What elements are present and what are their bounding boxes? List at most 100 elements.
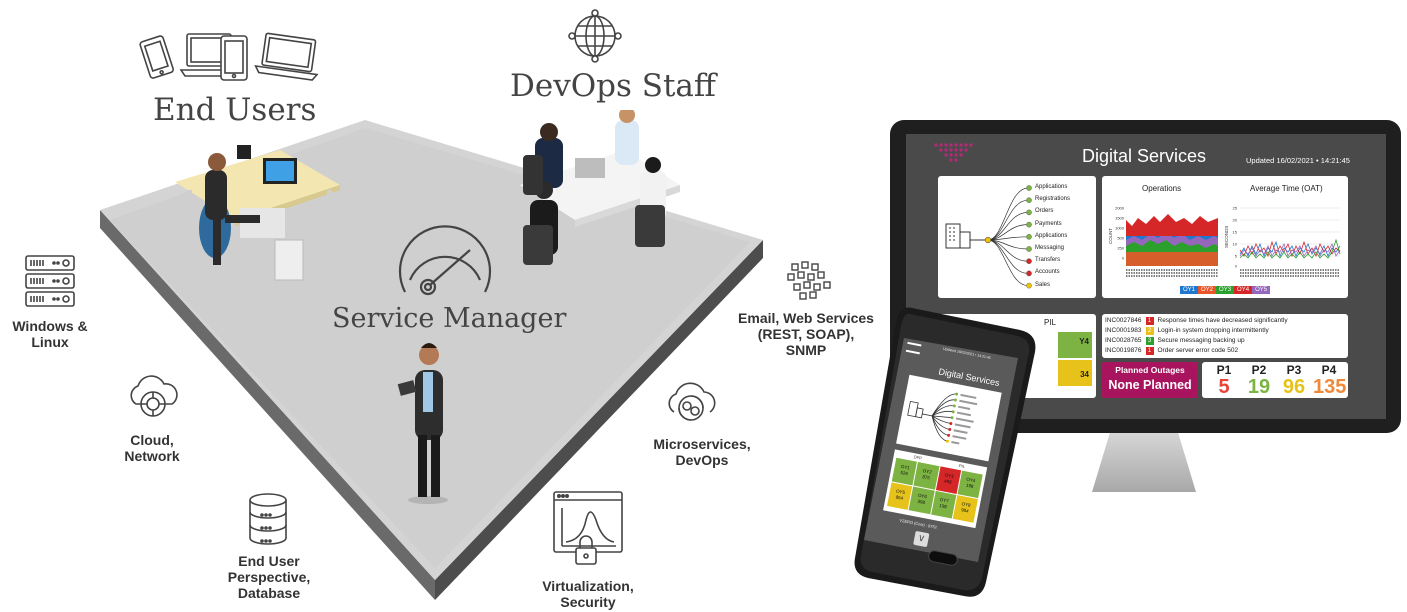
virtualization-security-label: Virtualization, Security [528, 578, 648, 610]
ops-tick-label: 250 [1117, 246, 1124, 251]
service-tree-item[interactable]: Messaging [1035, 245, 1065, 251]
service-status-dot [1026, 246, 1032, 252]
email-web-services-label: Email, Web Services (REST, SOAP), SNMP [736, 310, 876, 358]
legend-item[interactable]: OY2 [1198, 286, 1217, 294]
database-icon [249, 493, 287, 545]
priority-label: P4 [1321, 363, 1337, 377]
oat-tick-label: 5 [1235, 254, 1238, 259]
service-tree-item[interactable]: Registrations [1035, 196, 1071, 203]
ops-tick-label: 1000 [1115, 226, 1125, 231]
devops-staff-title: DevOps Staff [510, 68, 716, 104]
legend-item[interactable]: OY5 [1252, 286, 1271, 294]
monitor-stand [1092, 430, 1196, 492]
email-line1: Email, Web Services [738, 310, 874, 326]
legend-item[interactable]: OY1 [1180, 286, 1199, 294]
virt-line2: Security [560, 594, 616, 610]
incident-text: Order server error code 502 [1157, 347, 1239, 354]
incident-severity-badge: 3 [1145, 337, 1154, 345]
incident-id: INC0001983 [1105, 327, 1142, 334]
windows-linux-line2: Linux [31, 334, 69, 350]
planned-outages-title: Planned Outages [1115, 365, 1185, 375]
cloud-network-icon [130, 375, 178, 417]
end-user-desk [175, 145, 340, 281]
legend-item[interactable]: OY3 [1216, 286, 1235, 294]
phone-scroll-down-button[interactable]: ∨ [913, 530, 930, 548]
priority-count: 135 [1313, 376, 1347, 398]
end-user-db-line2: Perspective, [227, 569, 311, 585]
service-status-dot [1026, 282, 1032, 289]
microservices-icon [668, 382, 716, 421]
incident-id: INC0019876 [1105, 347, 1142, 354]
devices-icon [139, 32, 319, 81]
charts-panel: Operations Average Time (OAT) COUNT 2000… [1102, 176, 1348, 298]
oat-tick-label: 25 [1233, 206, 1238, 211]
service-status-dot [1026, 209, 1032, 216]
pil-label: PIL [1044, 318, 1057, 327]
end-users-title: End Users [153, 92, 317, 128]
service-status-dot [1026, 270, 1032, 277]
cloud-network-line2: Network [124, 448, 180, 464]
email-line2: (REST, SOAP), SNMP [757, 326, 855, 358]
server-rack-icon [25, 255, 75, 307]
legend-item[interactable]: OY4 [1234, 286, 1253, 294]
seconds-axis-label: SECONDS [1224, 226, 1229, 248]
dashboard-title: Digital Services [1082, 146, 1207, 166]
network-nodes-icon [787, 261, 831, 300]
service-tree-item[interactable]: Sales [1035, 281, 1051, 288]
cloud-network-label: Cloud, Network [110, 432, 194, 464]
service-status-dot [1026, 185, 1032, 191]
service-tree-item[interactable]: Orders [1035, 208, 1054, 215]
planned-outages-value: None Planned [1108, 378, 1192, 392]
dashboard-updated: Updated 16/02/2021 • 14:21:45 [1246, 156, 1350, 165]
end-user-database-label: End User Perspective, Database [214, 553, 324, 601]
service-tree-item[interactable]: Payments [1035, 220, 1062, 227]
count-axis-label: COUNT [1108, 228, 1113, 244]
service-tree [945, 185, 1032, 289]
priority-label: P3 [1286, 363, 1302, 377]
service-tree-item[interactable]: Applications [1035, 184, 1068, 190]
service-tree-item[interactable]: Accounts [1035, 269, 1060, 276]
service-tree-item[interactable]: Applications [1035, 232, 1068, 239]
service-manager-title: Service Manager [332, 303, 567, 334]
brand-logo [934, 143, 973, 162]
service-manager-person [397, 343, 448, 504]
ops-tick-label: 500 [1117, 236, 1124, 241]
phone-menu-icon[interactable] [905, 341, 922, 355]
virtualization-security-icon [553, 491, 623, 565]
service-status-dot [1026, 221, 1032, 228]
oat-tick-label: 0 [1235, 264, 1238, 269]
incident-severity-badge: 1 [1145, 347, 1154, 355]
end-user-db-line3: Database [237, 585, 301, 601]
priority-count: 5 [1218, 376, 1230, 398]
microservices-label: Microservices, DevOps [642, 436, 762, 468]
oat-tick-label: 15 [1233, 230, 1238, 235]
incident-text: Response times have decreased significan… [1157, 317, 1288, 324]
service-status-dot [1026, 234, 1032, 240]
globe-icon [568, 9, 622, 63]
incident-severity-badge: 1 [1145, 317, 1154, 325]
micro-line2: DevOps [675, 452, 729, 468]
virt-line1: Virtualization, [542, 578, 634, 594]
windows-linux-label: Windows & Linux [5, 318, 95, 350]
service-status-dot [1026, 197, 1032, 204]
incident-text: Login-in system dropping intermittently [1157, 327, 1269, 334]
incident-severity-badge: 2 [1145, 327, 1154, 335]
service-tree-item[interactable]: Transfers [1035, 257, 1061, 264]
priority-count: 19 [1247, 376, 1271, 398]
ops-tick-label: 1500 [1115, 216, 1125, 221]
